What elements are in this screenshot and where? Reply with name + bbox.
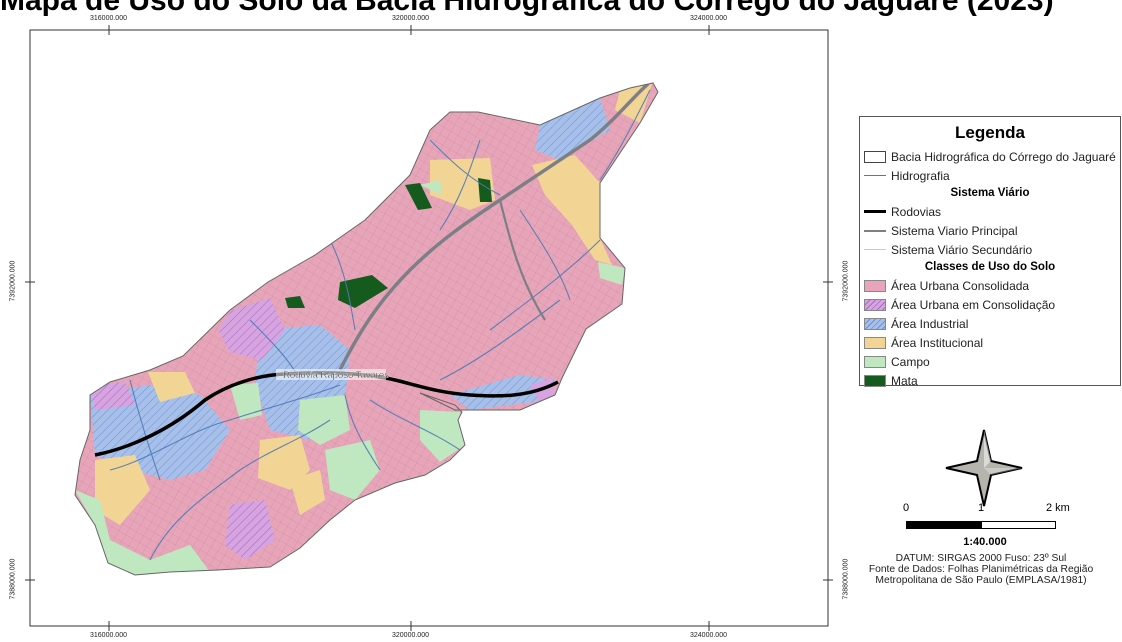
main-road-symbol	[864, 229, 886, 232]
land-field	[420, 180, 442, 195]
legend-label: Hidrografia	[891, 168, 950, 183]
source-text: Fonte de Dados: Folhas Planimétricas da …	[868, 564, 1094, 575]
legend-item-class: Campo	[860, 352, 1120, 371]
hydrography	[109, 89, 651, 561]
legend-label: Rodovias	[891, 204, 942, 219]
legend-item-class: Área Institucional	[860, 333, 1120, 352]
land-field	[325, 440, 380, 500]
legend-label: Área Industrial	[891, 316, 969, 331]
scale-bar: 0 1 2 km 1:40.000	[895, 502, 1075, 548]
x-tick-label: 320000.000	[392, 15, 429, 22]
legend-item-hydro: Hidrografia	[860, 166, 1120, 185]
class-swatch	[864, 355, 886, 368]
land-institutional	[430, 158, 495, 210]
legend-label: Sistema Viário Secundário	[891, 242, 1033, 257]
legend-item-basin: Bacia Hidrográfica do Córrego do Jaguaré	[860, 147, 1120, 166]
scale-ratio: 1:40.000	[963, 536, 1007, 548]
x-tick-label: 324000.000	[690, 15, 727, 22]
land-forest	[338, 275, 388, 308]
basin-outline	[74, 82, 659, 576]
legend-heading-roads: Sistema Viário	[950, 187, 1030, 199]
land-institutional	[95, 455, 150, 525]
map-canvas[interactable]: Rodovia Raposo Tavares	[0, 0, 860, 642]
land-field	[230, 383, 262, 420]
land-urban-consolidation-hatch	[90, 298, 285, 560]
secondary-road-symbol	[864, 249, 886, 250]
legend-item-class: Área Urbana em Consolidação	[860, 295, 1120, 314]
legend-item-class: Mata	[860, 371, 1120, 390]
x-tick-label: 316000.000	[90, 15, 127, 22]
legend: Legenda Bacia Hidrográfica do Córrego do…	[859, 116, 1121, 388]
road-label-group: Rodovia Raposo Tavares	[276, 369, 389, 381]
class-swatch	[864, 298, 886, 311]
land-institutional	[615, 84, 652, 123]
main-road	[498, 199, 546, 321]
legend-item-highway: Rodovias	[860, 202, 1120, 221]
x-tick-label: 324000.000	[690, 632, 727, 639]
map-title: Mapa de Uso do Solo da Bacia Hidrográfic…	[0, 0, 1054, 17]
class-swatch	[864, 336, 886, 349]
scale-bar-white	[981, 521, 1056, 529]
legend-label: Bacia Hidrográfica do Córrego do Jaguaré	[891, 149, 1116, 164]
legend-label: Mata	[891, 373, 918, 388]
scale-label: 1	[978, 502, 985, 514]
land-institutional	[290, 470, 325, 515]
land-field	[420, 410, 465, 462]
legend-label: Área Urbana Consolidada	[891, 278, 1030, 293]
legend-heading-classes: Classes de Uso do Solo	[924, 261, 1056, 273]
land-forest	[405, 183, 432, 210]
north-arrow-icon	[945, 429, 1023, 507]
legend-label: Campo	[891, 354, 930, 369]
source-text: Metropolitana de São Paulo (EMPLASA/1981…	[875, 575, 1087, 586]
x-tick-label: 316000.000	[90, 632, 127, 639]
land-institutional	[258, 435, 310, 490]
class-swatch	[864, 279, 886, 292]
class-swatch	[864, 374, 886, 387]
scale-bar-black	[906, 521, 981, 529]
frame-ticks	[25, 25, 833, 631]
legend-label: Área Urbana em Consolidação	[891, 297, 1056, 312]
legend-item-main-road: Sistema Viario Principal	[860, 221, 1120, 240]
scale-label: 0	[903, 502, 910, 514]
x-tick-label: 320000.000	[392, 632, 429, 639]
y-tick-label: 7392000.000	[842, 260, 850, 302]
legend-item-secondary-road: Sistema Viário Secundário	[860, 240, 1120, 259]
road-label: Rodovia Raposo Tavares	[283, 370, 389, 381]
credits: DATUM: SIRGAS 2000 Fuso: 23º Sul Fonte d…	[840, 553, 1122, 586]
legend-label: Área Institucional	[891, 335, 984, 350]
land-institutional	[532, 155, 612, 265]
land-forest	[285, 296, 305, 308]
land-field	[298, 395, 350, 445]
land-field	[598, 262, 625, 285]
hydro-symbol	[864, 175, 886, 176]
y-tick-label: 7388000.000	[9, 558, 17, 600]
land-field	[75, 490, 210, 575]
land-institutional	[148, 372, 195, 402]
legend-title: Legenda	[955, 123, 1025, 142]
legend-item-class: Área Industrial	[860, 314, 1120, 333]
legend-item-class: Área Urbana Consolidada	[860, 276, 1120, 295]
y-tick-label: 7392000.000	[9, 260, 17, 302]
basin-symbol	[864, 150, 886, 163]
datum-text: DATUM: SIRGAS 2000 Fuso: 23º Sul	[895, 553, 1067, 564]
class-swatch	[864, 317, 886, 330]
scale-label: 2 km	[1046, 502, 1070, 514]
legend-label: Sistema Viario Principal	[891, 223, 1018, 238]
land-industrial-hatch	[90, 98, 610, 480]
highway-symbol	[864, 210, 886, 213]
